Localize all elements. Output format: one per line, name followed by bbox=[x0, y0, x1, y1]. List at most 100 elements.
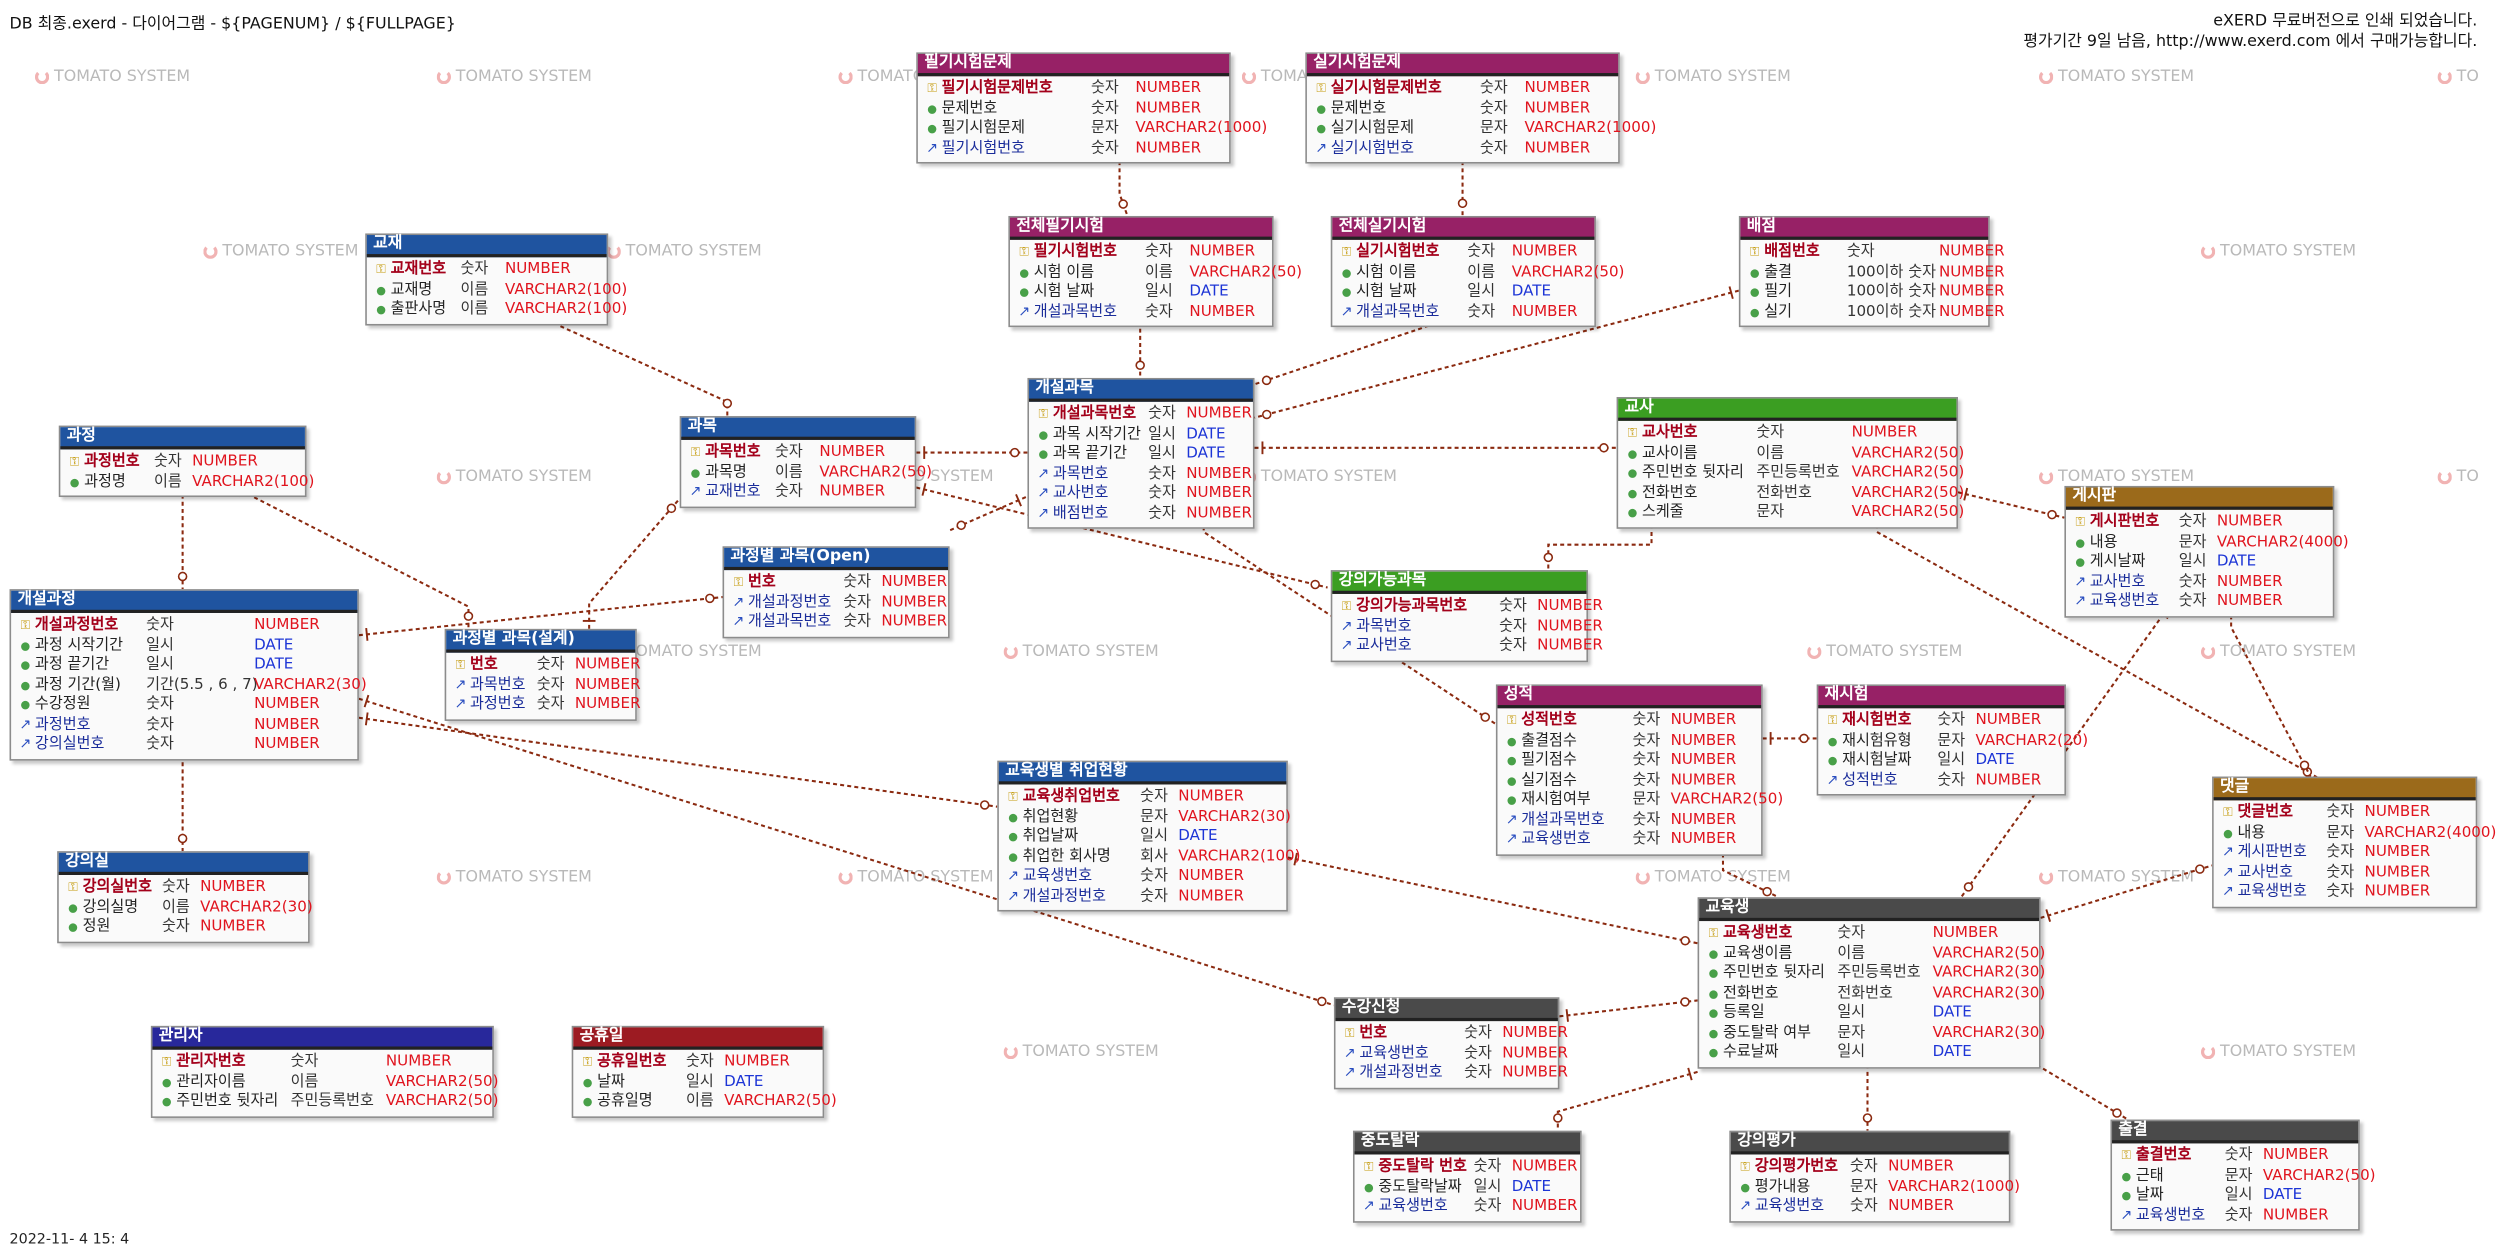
entity-title[interactable]: 배점 bbox=[1740, 217, 1989, 240]
entity-title[interactable]: 교사 bbox=[1618, 398, 1957, 421]
entity-title[interactable]: 과정별 과목(Open) bbox=[724, 547, 949, 571]
entity-title[interactable]: 재시험 bbox=[1818, 686, 2065, 709]
entity-title[interactable]: 실기시험문제 bbox=[1306, 53, 1619, 77]
entity-title[interactable]: 교육생별 취업현황 bbox=[998, 762, 1287, 785]
entity-title[interactable]: 중도탈락 bbox=[1354, 1132, 1581, 1155]
entity-title[interactable]: 공휴일 bbox=[573, 1027, 823, 1050]
entity-title[interactable]: 강의가능과목 bbox=[1332, 571, 1587, 594]
entity-title[interactable]: 과정 bbox=[60, 427, 305, 450]
entity-title[interactable]: 수강신청 bbox=[1335, 998, 1558, 1022]
entity-title[interactable]: 개설과정 bbox=[11, 590, 358, 613]
entity-title[interactable]: 댓글 bbox=[2213, 778, 2476, 801]
entity-title[interactable]: 출결 bbox=[2112, 1121, 2359, 1144]
